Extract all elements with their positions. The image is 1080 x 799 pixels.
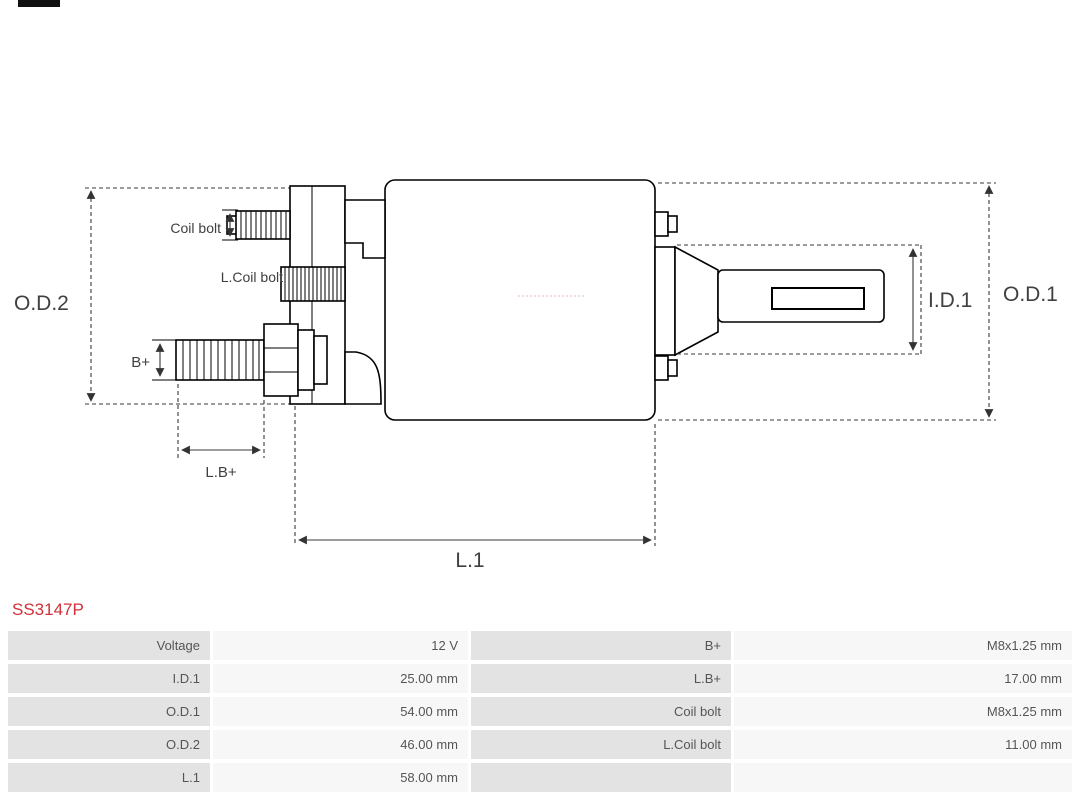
spec-label: L.Coil bolt (471, 730, 731, 759)
b-plus-terminal (175, 323, 328, 397)
spec-value: M8x1.25 mm (734, 631, 1072, 660)
dimension-b-plus: B+ (131, 339, 176, 381)
spec-value (734, 763, 1072, 792)
dimension-l-coil-bolt: L.Coil bolt (221, 269, 283, 285)
spec-value: 58.00 mm (213, 763, 468, 792)
spec-label: L.B+ (471, 664, 731, 693)
coil-bolt-terminal (226, 210, 291, 240)
b-plus-label: B+ (131, 354, 150, 371)
spec-label: B+ (471, 631, 731, 660)
spec-value: 46.00 mm (213, 730, 468, 759)
spec-label (471, 763, 731, 792)
dimension-od2: O.D.2 (14, 187, 302, 405)
id1-label: I.D.1 (928, 289, 972, 312)
solenoid-body (384, 179, 656, 421)
logo-bar (18, 0, 60, 7)
spec-value: 11.00 mm (734, 730, 1072, 759)
terminal-stud-top (654, 211, 669, 237)
lb-plus-label: L.B+ (205, 464, 237, 481)
technical-drawing: O.D.2 O.D.1 (14, 179, 1058, 572)
flange-bracket (344, 199, 386, 259)
dimension-id1: I.D.1 (677, 244, 972, 355)
spec-value: 17.00 mm (734, 664, 1072, 693)
spec-label: I.D.1 (8, 664, 210, 693)
dimension-lb-plus: L.B+ (177, 384, 265, 481)
terminal-stud-bottom (654, 355, 669, 381)
spec-value: 54.00 mm (213, 697, 468, 726)
end-cap (654, 246, 676, 356)
spec-value: 12 V (213, 631, 468, 660)
l1-label: L.1 (455, 549, 484, 572)
l-coil-bolt-label: L.Coil bolt (221, 269, 283, 285)
solenoid-housing (384, 179, 656, 421)
od2-label: O.D.2 (14, 292, 69, 315)
part-number: SS3147P (12, 600, 84, 619)
spec-label: Coil bolt (471, 697, 731, 726)
flange-fillet (344, 351, 382, 405)
coil-bolt-thread-block (280, 266, 346, 302)
plunger-cone (674, 245, 719, 357)
b-plus-nut (263, 323, 299, 397)
spec-label: O.D.2 (8, 730, 210, 759)
od1-label: O.D.1 (1003, 283, 1058, 306)
coil-bolt-label: Coil bolt (170, 220, 221, 236)
spec-table: Voltage 12 V B+ M8x1.25 mm I.D.1 25.00 m… (8, 631, 1072, 792)
spec-label: O.D.1 (8, 697, 210, 726)
plunger-slot (771, 287, 865, 310)
spec-value: 25.00 mm (213, 664, 468, 693)
dimension-coil-bolt: Coil bolt (170, 209, 238, 241)
plunger-assembly (654, 211, 885, 381)
dimension-od1: O.D.1 (658, 182, 1058, 421)
spec-label: Voltage (8, 631, 210, 660)
dimension-l1: L.1 (294, 406, 656, 572)
spec-value: M8x1.25 mm (734, 697, 1072, 726)
spec-label: L.1 (8, 763, 210, 792)
